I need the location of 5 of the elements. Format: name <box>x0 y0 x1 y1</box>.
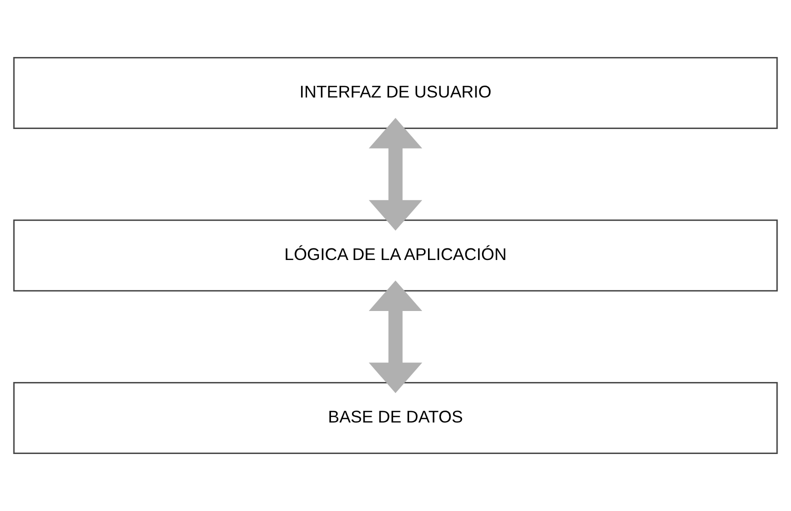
arrow <box>368 118 422 231</box>
node-box: INTERFAZ DE USUARIO <box>13 56 778 130</box>
node-box: BASE DE DATOS <box>13 382 778 454</box>
node-box: LÓGICA DE LA APLICACIÓN <box>13 219 778 292</box>
arrow <box>368 280 422 394</box>
